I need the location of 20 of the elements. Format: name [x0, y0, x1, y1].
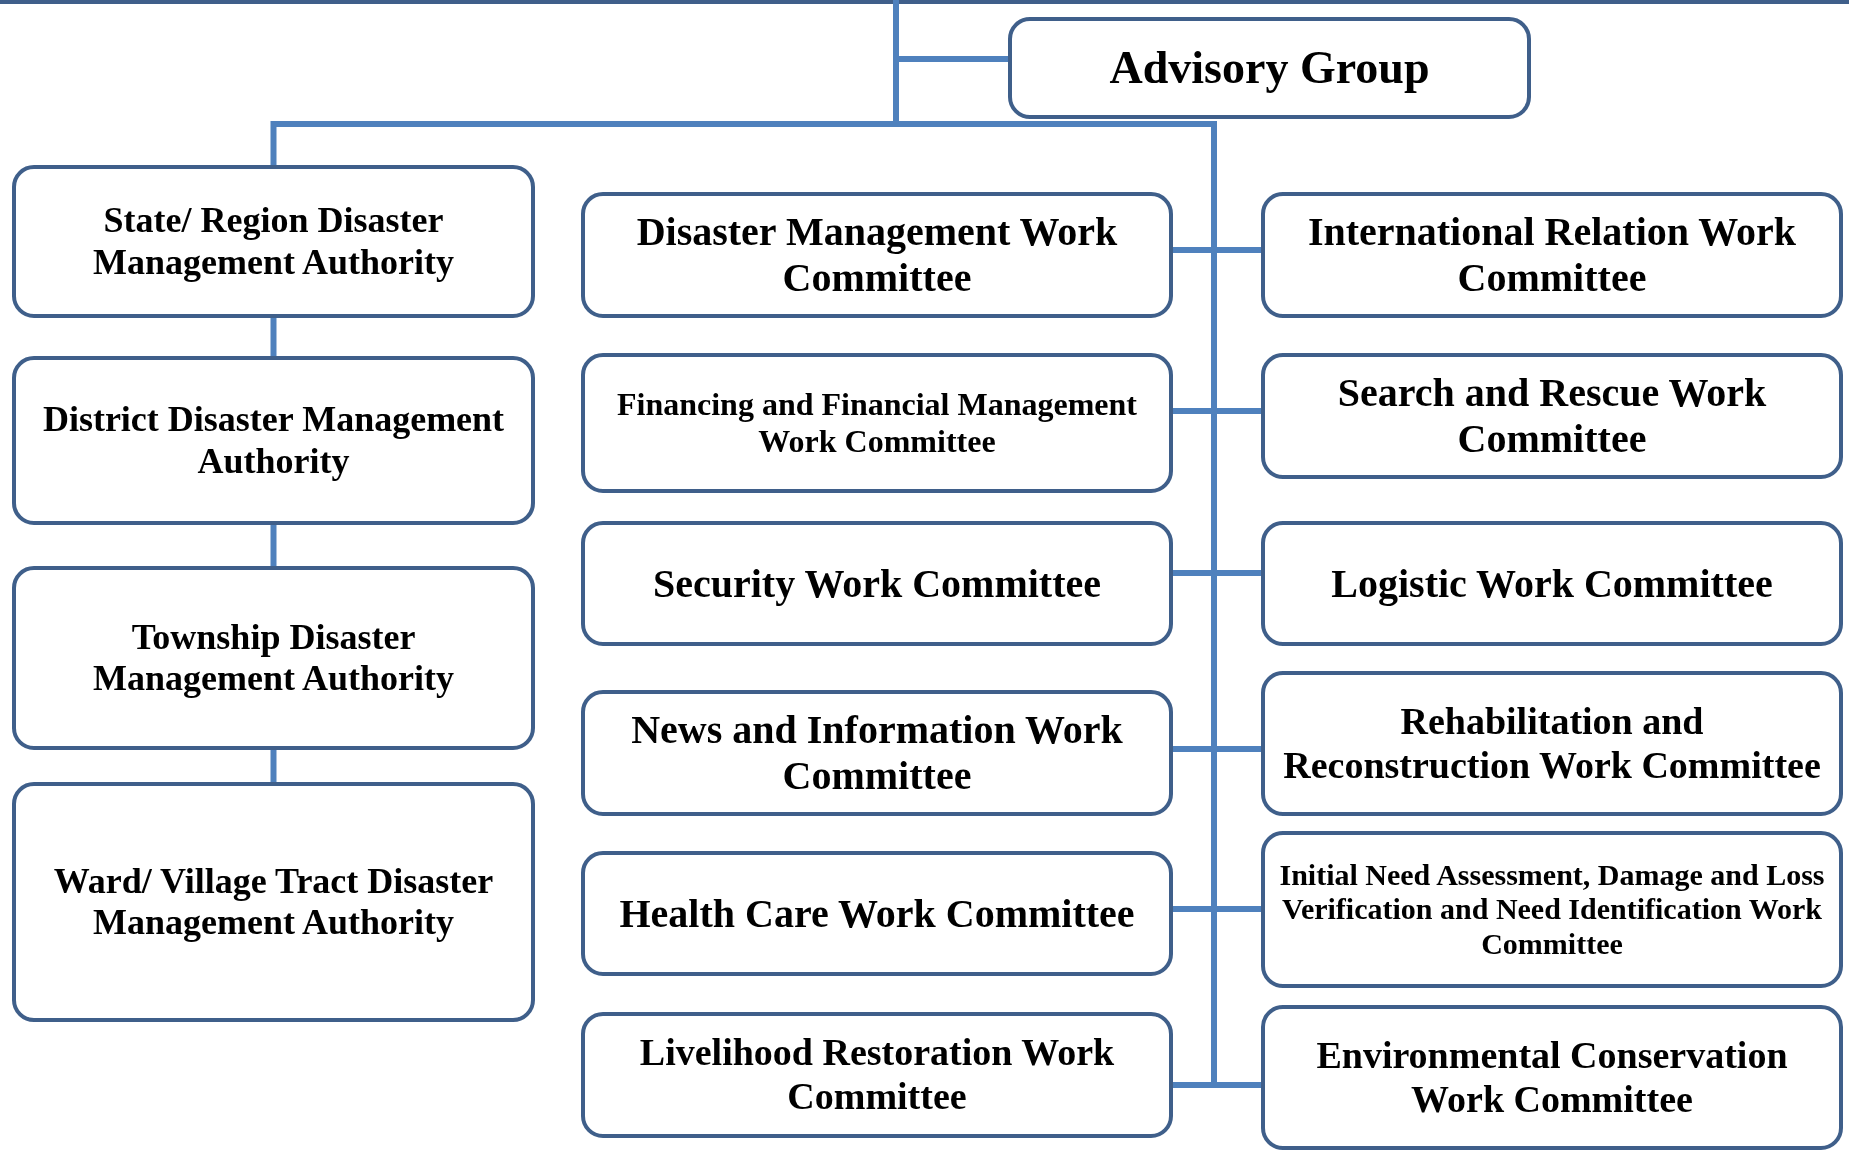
org-box: Initial Need Assessment, Damage and Loss Verification and Need Identification Work Committee — [1261, 831, 1843, 988]
org-box: Health Care Work Committee — [581, 851, 1173, 976]
org-box: Financing and Financial Management Work Committee — [581, 353, 1173, 493]
connector-line — [270, 318, 277, 356]
connector-line — [270, 525, 277, 566]
org-box: Ward/ Village Tract Disaster Management Authority — [12, 782, 535, 1022]
org-box: Security Work Committee — [581, 521, 1173, 646]
connector-line — [270, 750, 277, 782]
org-box: Livelihood Restoration Work Committee — [581, 1012, 1173, 1138]
org-box: International Relation Work Committee — [1261, 192, 1843, 318]
org-box: Logistic Work Committee — [1261, 521, 1843, 646]
org-box: State/ Region Disaster Management Authority — [12, 165, 535, 318]
org-box: Environmental Conservation Work Committee — [1261, 1005, 1843, 1150]
org-box: News and Information Work Committee — [581, 690, 1173, 816]
org-box: Township Disaster Management Authority — [12, 566, 535, 750]
org-box: Search and Rescue Work Committee — [1261, 353, 1843, 479]
org-box: Disaster Management Work Committee — [581, 192, 1173, 318]
org-box: Advisory Group — [1008, 17, 1531, 119]
org-box: Rehabilitation and Reconstruction Work Committee — [1261, 671, 1843, 816]
org-box: District Disaster Management Authority — [12, 356, 535, 525]
